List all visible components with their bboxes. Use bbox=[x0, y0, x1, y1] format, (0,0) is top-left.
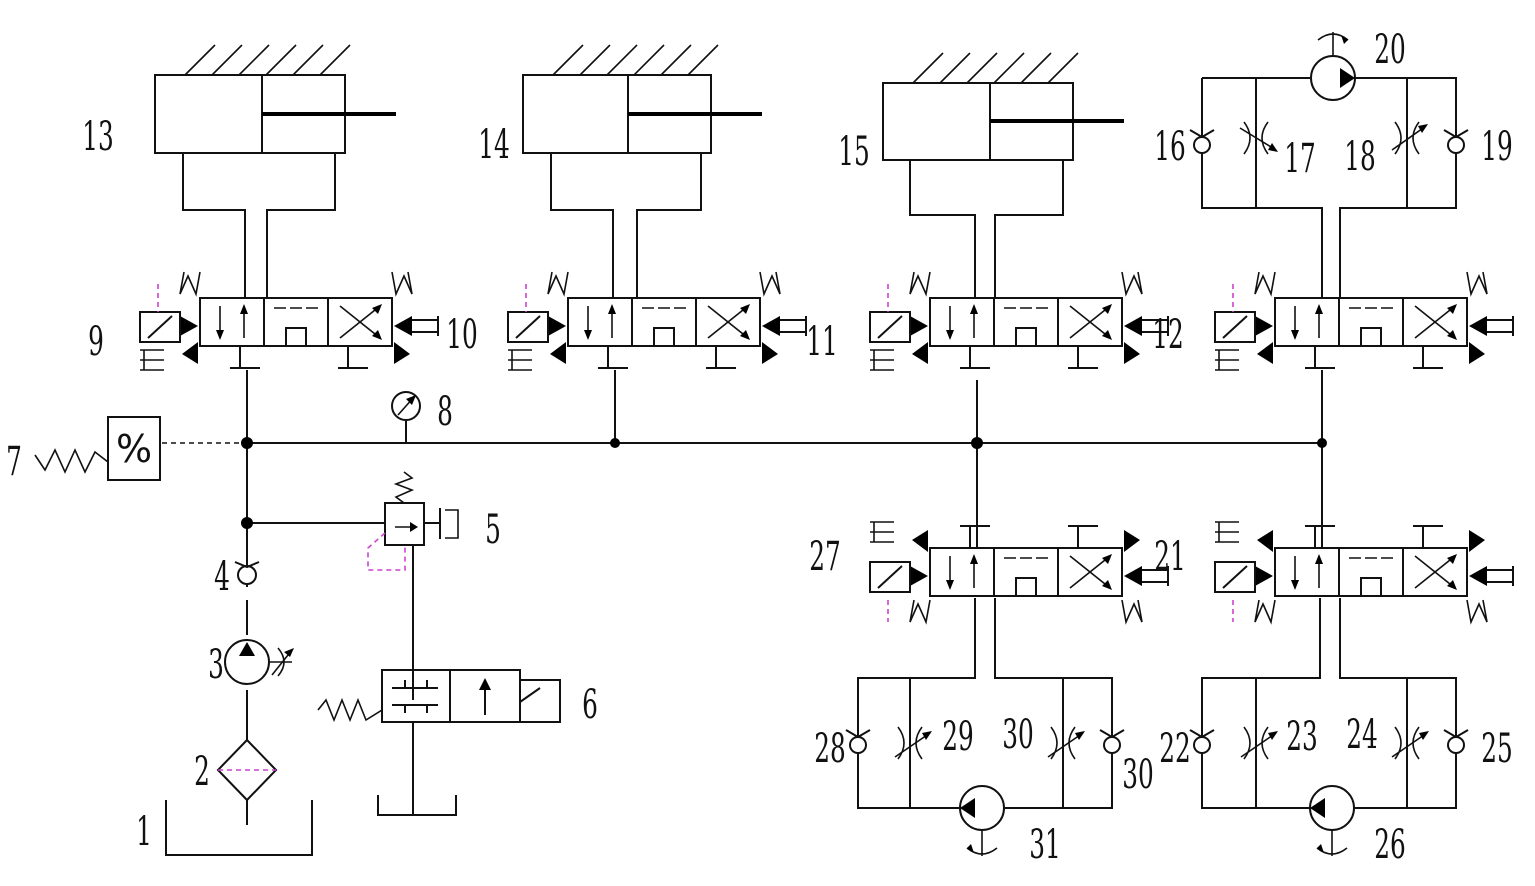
label-13: 13 bbox=[82, 113, 114, 160]
label-29: 29 bbox=[942, 713, 974, 760]
check-valve-icon bbox=[1443, 129, 1469, 154]
solenoid-valve-icon bbox=[317, 669, 561, 816]
check-valve-icon bbox=[1189, 129, 1215, 154]
throttle-valve-icon bbox=[1047, 726, 1085, 760]
solenoid-valve-6 bbox=[317, 669, 561, 816]
label-30: 30 bbox=[1002, 711, 1034, 758]
label-10: 10 bbox=[446, 311, 478, 358]
label-14: 14 bbox=[478, 121, 510, 168]
valve-4-3-icon bbox=[507, 271, 807, 371]
label-12: 12 bbox=[1152, 311, 1184, 358]
check-valve-icon bbox=[1443, 729, 1469, 754]
label-16: 16 bbox=[1154, 123, 1186, 170]
label-11: 11 bbox=[806, 318, 838, 365]
motor-circuit-26 bbox=[1189, 598, 1469, 856]
label-21: 21 bbox=[1154, 533, 1186, 580]
label-18: 18 bbox=[1344, 133, 1376, 180]
label-6: 6 bbox=[582, 681, 598, 728]
label-23: 23 bbox=[1286, 713, 1318, 760]
main-pipes bbox=[162, 370, 1327, 825]
check-valve-icon bbox=[845, 729, 871, 754]
filter-icon bbox=[216, 738, 278, 802]
label-31: 31 bbox=[1029, 821, 1061, 868]
cylinder-icon bbox=[522, 44, 762, 298]
label-1: 1 bbox=[136, 808, 152, 855]
label-2: 2 bbox=[194, 748, 210, 795]
directional-valve-9 bbox=[139, 271, 439, 371]
cylinder-icon bbox=[154, 44, 396, 298]
valve-4-3-icon bbox=[869, 271, 1169, 371]
label-20: 20 bbox=[1374, 26, 1406, 73]
cylinder-icon bbox=[882, 52, 1124, 298]
directional-valve-21 bbox=[1214, 521, 1514, 625]
motor-icon bbox=[1309, 785, 1355, 856]
label-24: 24 bbox=[1346, 711, 1378, 758]
tank-icon bbox=[165, 800, 313, 856]
label-30-right: 30 bbox=[1122, 751, 1154, 798]
motor-icon bbox=[1310, 32, 1356, 101]
check-valve-icon bbox=[234, 561, 260, 585]
motor-icon bbox=[959, 785, 1005, 856]
valve-4-3-icon bbox=[1214, 521, 1514, 625]
motor-circuit-20 bbox=[1189, 32, 1469, 298]
cylinder-13 bbox=[154, 44, 396, 298]
supply-unit bbox=[165, 561, 313, 856]
directional-valve-27 bbox=[869, 521, 1169, 625]
directional-valve-10 bbox=[507, 271, 807, 371]
label-15: 15 bbox=[838, 128, 870, 175]
gauge-icon bbox=[391, 391, 421, 443]
label-5: 5 bbox=[485, 506, 501, 553]
throttle-valve-icon bbox=[1239, 121, 1278, 155]
directional-valve-11 bbox=[869, 271, 1169, 371]
pump-icon bbox=[224, 639, 294, 685]
directional-valve-12 bbox=[1214, 271, 1514, 371]
label-4: 4 bbox=[214, 553, 230, 600]
throttle-valve-icon bbox=[1391, 121, 1428, 155]
pressure-relay-symbol: % bbox=[116, 427, 152, 471]
valve-4-3-icon bbox=[139, 271, 439, 371]
label-22: 22 bbox=[1159, 725, 1191, 772]
label-7: 7 bbox=[6, 438, 22, 485]
pressure-relay-7: % bbox=[34, 416, 161, 481]
relief-valve-5 bbox=[367, 471, 459, 700]
cylinder-14 bbox=[522, 44, 762, 298]
label-9: 9 bbox=[88, 318, 104, 365]
label-17: 17 bbox=[1284, 135, 1316, 182]
label-27: 27 bbox=[809, 533, 841, 580]
valve-4-3-icon bbox=[869, 521, 1169, 625]
label-3: 3 bbox=[208, 641, 224, 688]
motor-circuit-31 bbox=[845, 598, 1125, 856]
label-28: 28 bbox=[814, 725, 846, 772]
throttle-valve-icon bbox=[1391, 726, 1429, 760]
label-19: 19 bbox=[1481, 123, 1513, 170]
label-8: 8 bbox=[437, 388, 453, 435]
cylinder-15 bbox=[882, 52, 1124, 298]
label-25: 25 bbox=[1481, 725, 1513, 772]
directional-valves bbox=[139, 271, 1514, 625]
label-26: 26 bbox=[1374, 821, 1406, 868]
gauge-8 bbox=[391, 391, 421, 443]
valve-4-3-icon bbox=[1214, 271, 1514, 371]
check-valve-icon bbox=[1099, 729, 1125, 754]
relief-valve-icon bbox=[367, 471, 459, 700]
throttle-valve-icon bbox=[894, 726, 932, 760]
check-valve-icon bbox=[1189, 729, 1215, 754]
throttle-valve-icon bbox=[1240, 726, 1278, 760]
labels: 13 14 15 16 17 18 19 20 9 10 11 12 7 8 5… bbox=[6, 26, 1513, 868]
